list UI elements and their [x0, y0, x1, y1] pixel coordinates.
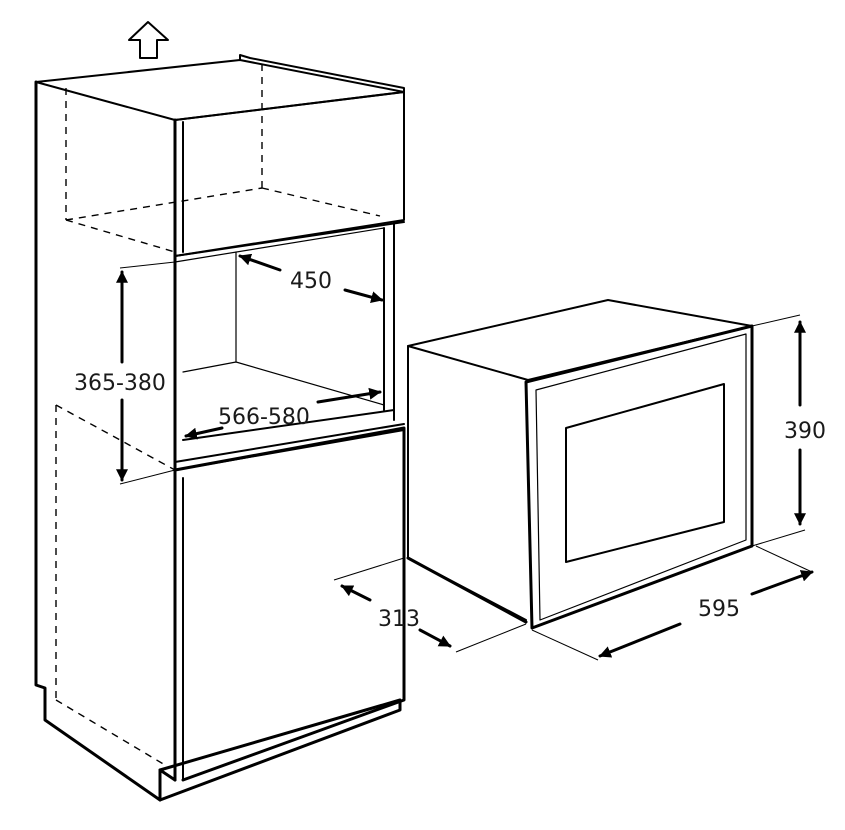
- appliance-height-label: 390: [784, 419, 826, 444]
- tall-cabinet: [34, 54, 406, 802]
- niche-height-dimension: [116, 261, 176, 485]
- niche-depth-label: 450: [290, 269, 332, 294]
- appliance-height-dimension: [751, 314, 806, 547]
- niche-depth-dimension: [238, 253, 384, 303]
- up-arrow-icon: [128, 21, 169, 59]
- niche-width-dimension: [184, 387, 382, 440]
- niche-height-label: 365-380: [74, 371, 166, 396]
- appliance-width-label: 595: [698, 597, 740, 622]
- appliance-depth-dimension: [333, 557, 527, 653]
- appliance-width-dimension: [531, 545, 814, 661]
- appliance-depth-label: 313: [378, 607, 420, 632]
- niche-width-label: 566-580: [218, 405, 310, 430]
- built-in-oven: [406, 299, 754, 630]
